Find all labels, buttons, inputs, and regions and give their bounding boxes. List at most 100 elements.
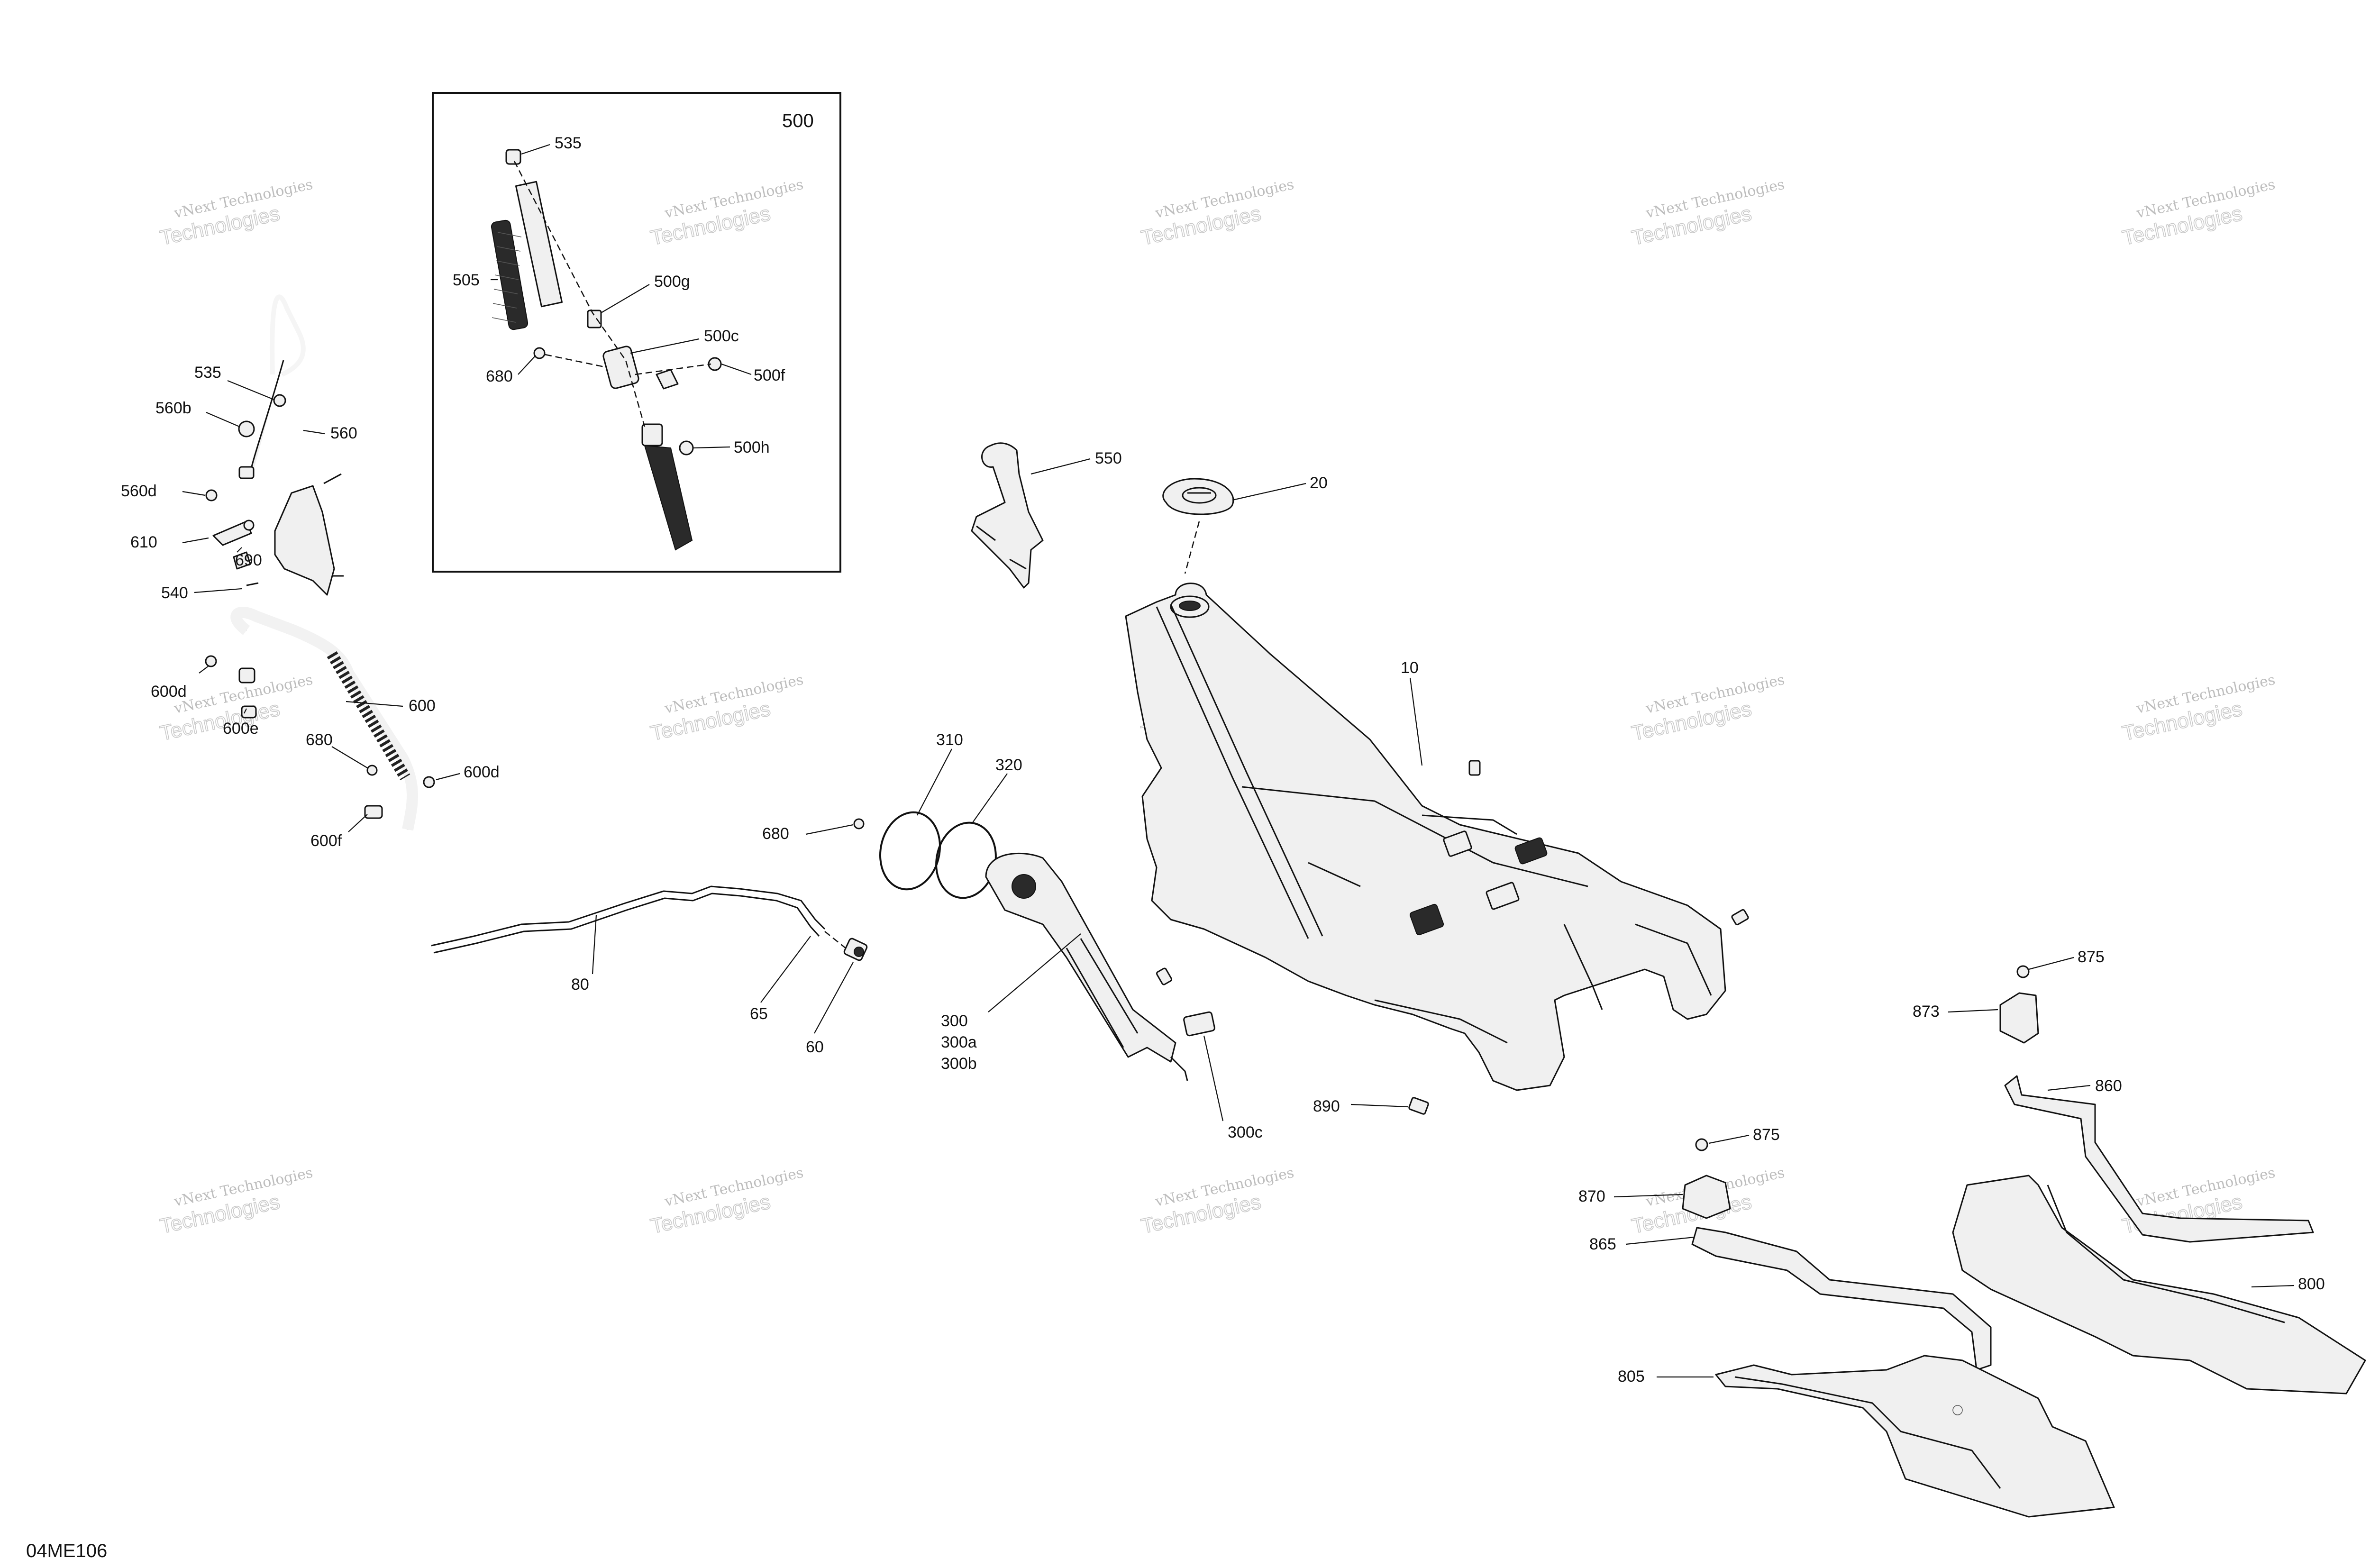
callout-600e: 600e: [223, 720, 259, 738]
watermark-r2-c2: vNext Technologies Technologies: [648, 672, 805, 746]
callout-500c: 500c: [704, 327, 739, 345]
fuel-pump-300: [985, 852, 1176, 1063]
callout-540: 540: [161, 584, 188, 602]
fuel-cap-20: [1162, 478, 1234, 515]
callout-300: 300: [941, 1012, 968, 1030]
clamp-600f: [364, 805, 383, 819]
clip-870: [1682, 1175, 1731, 1219]
callout-560b: 560b: [155, 399, 191, 417]
bracket-865: [1691, 1227, 1992, 1371]
callout-680-left: 680: [306, 731, 333, 749]
bracket-610: [212, 520, 252, 546]
fuel-line-group: 80 65 60: [431, 885, 868, 1056]
filler-hose-group: 600 600d 600e 680 600d 600f: [151, 607, 500, 850]
pad-300c: [1183, 1011, 1215, 1037]
callout-65: 65: [750, 1005, 768, 1023]
callout-560d: 560d: [121, 482, 157, 500]
vent-hose-group: 535 560b 560 560d 610 690 540: [121, 294, 357, 602]
screw-875-upper: [2016, 965, 2030, 978]
bracket-860: [2004, 1075, 2314, 1243]
callout-610: 610: [130, 533, 157, 551]
diagram-code: 04ME106: [26, 1541, 107, 1561]
washer-600d-b: [423, 776, 435, 788]
inset-hose-500h: [641, 423, 694, 551]
inset-clamp-535: [505, 149, 521, 165]
inset-filter-500c: [602, 346, 639, 389]
inset-spring-hose-505: [491, 219, 529, 330]
clamp-560b-lower: [238, 466, 255, 479]
inset-vent-tube: [515, 181, 563, 308]
watermark-r1-c3: vNext Technologies Technologies: [1139, 176, 1295, 250]
clamp-600e-b: [241, 705, 257, 719]
callout-680-pump: 680: [762, 825, 789, 843]
callout-690: 690: [235, 551, 262, 569]
callout-300b: 300b: [941, 1055, 977, 1073]
callout-875-upper: 875: [2078, 948, 2105, 966]
callout-600f: 600f: [310, 832, 342, 850]
callout-860: 860: [2095, 1077, 2122, 1095]
inset-elbow-500f: [656, 369, 679, 390]
callout-600d-right: 600d: [464, 763, 500, 781]
ring-320: [935, 821, 997, 899]
inset-centerline: [513, 161, 646, 427]
inset-connector-500g: [587, 310, 602, 328]
screw-680-pump: [853, 818, 865, 830]
screw-875-lower: [1695, 1138, 1708, 1151]
vent-valve-group: 550: [971, 442, 1122, 589]
washer-560d: [205, 489, 218, 501]
clamp-600e: [238, 667, 255, 684]
pad-upper: [1468, 760, 1481, 776]
callout-600d: 600d: [151, 683, 187, 701]
watermark-r2-c4: vNext Technologies Technologies: [1629, 672, 1786, 746]
heat-shield-800: [1952, 1175, 2366, 1395]
watermark-r1-c2: vNext Technologies Technologies: [648, 176, 805, 250]
callout-800: 800: [2298, 1275, 2325, 1293]
inset-frame: [432, 92, 841, 573]
clamp-560b: [238, 420, 255, 438]
callout-875-lower: 875: [1753, 1126, 1780, 1144]
tank-vent-fitting-b: [1514, 837, 1548, 865]
watermark-r2-c5: vNext Technologies Technologies: [2120, 672, 2277, 746]
callout-300a: 300a: [941, 1033, 977, 1051]
watermark-r3-c1: vNext Technologies Technologies: [157, 1165, 314, 1239]
tank-vent-fitting-c: [1443, 830, 1472, 857]
wedge-690: [233, 551, 251, 570]
watermark-r1-c5: vNext Technologies Technologies: [2120, 176, 2277, 250]
callout-505: 505: [453, 271, 480, 289]
callout-500g: 500g: [654, 273, 690, 291]
washer-600d: [205, 655, 217, 667]
callout-870: 870: [1578, 1187, 1605, 1205]
screw-680: [366, 765, 378, 776]
callout-10: 10: [1401, 659, 1419, 677]
bracket-main: [274, 485, 335, 596]
callout-560: 560: [330, 424, 357, 442]
tank-vent-fitting-d: [1486, 882, 1520, 910]
inset-screw-680: [533, 347, 546, 359]
callout-320: 320: [995, 756, 1022, 774]
watermark-r3-c3: vNext Technologies Technologies: [1139, 1165, 1295, 1239]
heat-shield-805: [1715, 1355, 2115, 1518]
inset-title: 500: [782, 110, 814, 131]
callout-873: 873: [1913, 1003, 1940, 1021]
pad-right: [1731, 909, 1749, 926]
tank-vent-fitting-a: [1409, 903, 1444, 936]
connector-60: [843, 938, 868, 961]
watermark-r1-c4: vNext Technologies Technologies: [1629, 176, 1786, 250]
clamp-535: [273, 394, 286, 407]
callout-80: 80: [571, 975, 589, 994]
callout-500f: 500f: [754, 366, 785, 384]
inset-filter-assembly: 500 535 505 500g 5: [432, 92, 841, 573]
pad-left: [1156, 967, 1173, 985]
fuel-line-80: [431, 885, 826, 947]
callout-60: 60: [806, 1038, 824, 1056]
clip-873: [1999, 992, 2039, 1044]
watermark-r1-c1: vNext Technologies Technologies: [157, 176, 314, 250]
callout-805: 805: [1618, 1367, 1645, 1386]
callout-535: 535: [194, 364, 221, 382]
callout-20: 20: [1310, 474, 1328, 492]
callout-500h: 500h: [734, 438, 770, 456]
callout-310: 310: [936, 731, 963, 749]
shield-bracket-group: 875 873 860 800 875 870 865 805: [1578, 948, 2366, 1518]
pad-890: [1408, 1097, 1429, 1115]
